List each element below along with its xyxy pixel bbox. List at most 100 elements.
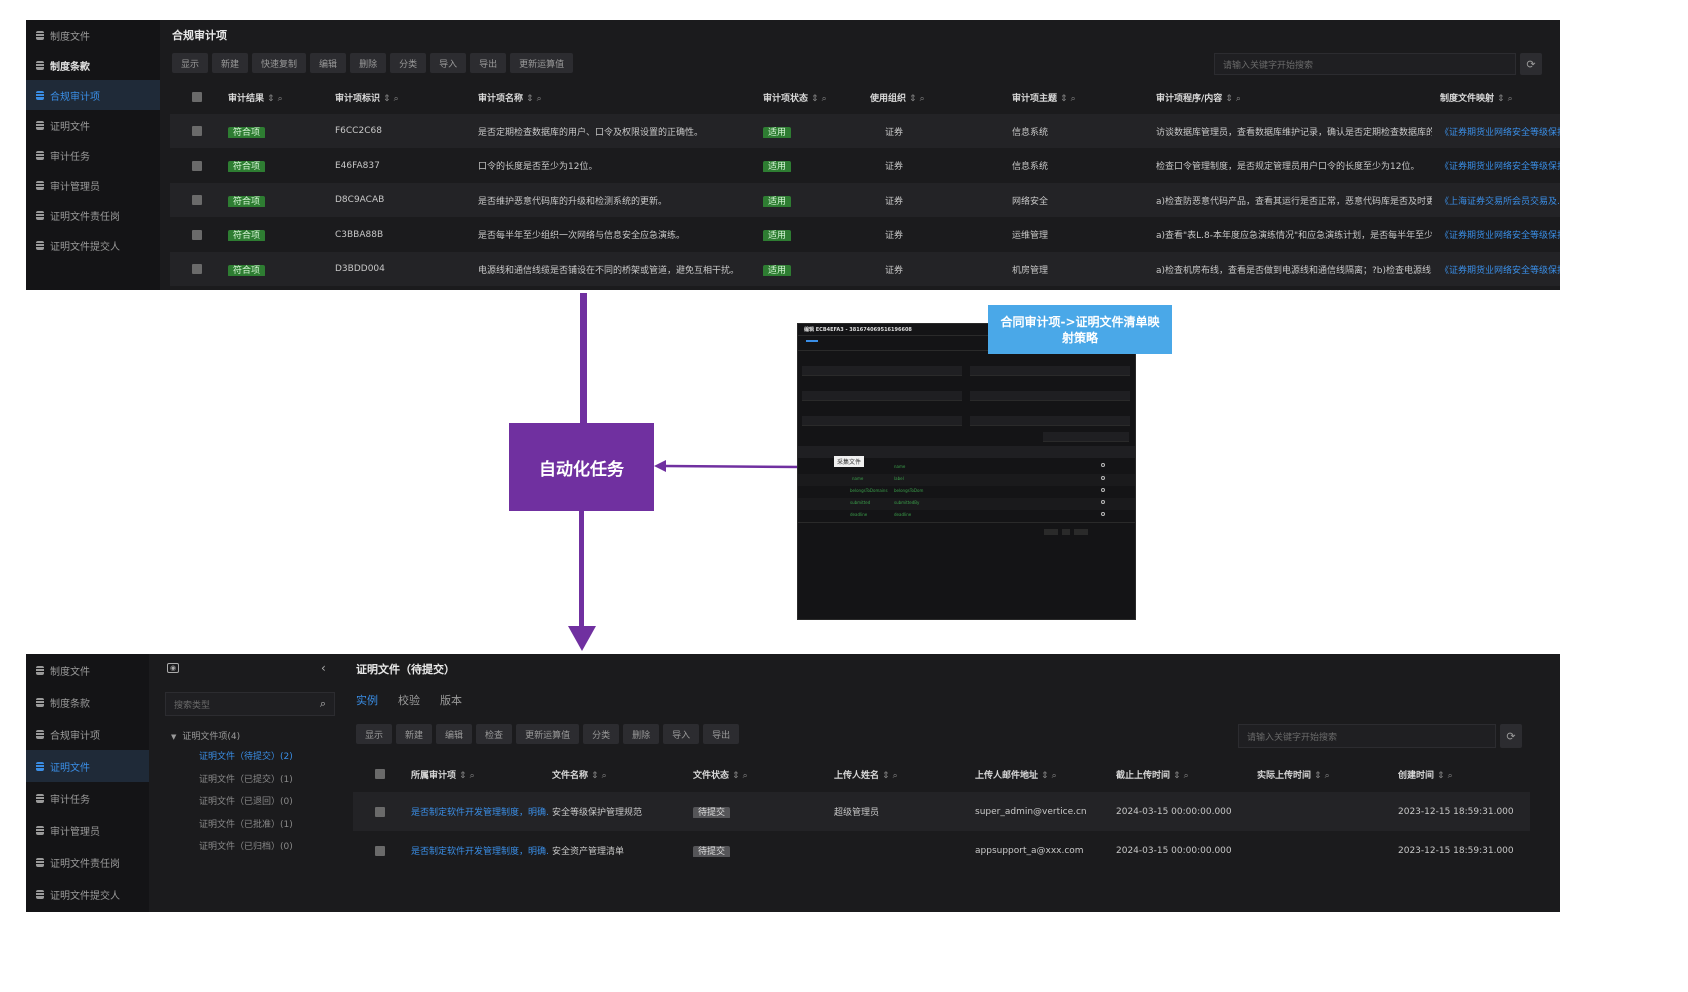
column-header[interactable]: 所属审计项⇕⌕	[411, 770, 475, 781]
column-header[interactable]: 使用组织⇕⌕	[870, 93, 925, 104]
tree-search-input[interactable]: 搜索类型 ⌕	[165, 692, 335, 716]
column-header[interactable]: 审计项程序/内容⇕⌕	[1156, 93, 1241, 104]
sort-icon[interactable]: ⇕	[526, 93, 534, 104]
tree-item[interactable]: 证明文件（已批准）(1)	[199, 819, 293, 830]
column-header[interactable]: 审计项名称⇕⌕	[478, 93, 542, 104]
filter-search-icon[interactable]: ⌕	[821, 93, 827, 104]
toolbar-button-4[interactable]: 删除	[350, 53, 387, 73]
sort-icon[interactable]: ⇕	[459, 770, 467, 781]
top-search-input[interactable]: 请输入关键字开始搜索	[1214, 53, 1516, 75]
sidebar-item-3[interactable]: 证明文件	[26, 110, 160, 140]
toolbar-button-3[interactable]: 检查	[476, 724, 513, 744]
bottom-sidebar-item-3[interactable]: 证明文件	[26, 750, 149, 782]
row-checkbox[interactable]	[192, 229, 202, 240]
sort-icon[interactable]: ⇕	[1497, 93, 1505, 104]
sort-icon[interactable]: ⇕	[591, 770, 599, 781]
filter-search-icon[interactable]: ⌕	[601, 770, 607, 781]
column-header[interactable]: 制度文件映射⇕⌕	[1440, 93, 1513, 104]
sidebar-item-7[interactable]: 证明文件提交人	[26, 230, 160, 260]
bottom-refresh-button[interactable]: ⟳	[1500, 724, 1522, 748]
sort-icon[interactable]: ⇕	[811, 93, 819, 104]
toolbar-button-0[interactable]: 显示	[356, 724, 393, 744]
tree-item[interactable]: 证明文件（已退回）(0)	[199, 797, 293, 807]
toolbar-button-3[interactable]: 编辑	[310, 53, 347, 73]
mapping-link[interactable]: 《证券期货业网络安全等级保护...	[1440, 231, 1560, 241]
sort-icon[interactable]: ⇕	[882, 770, 890, 781]
column-header[interactable]: 审计结果⇕⌕	[228, 93, 283, 104]
bottom-search-input[interactable]: 请输入关键字开始搜索	[1238, 724, 1496, 748]
sort-icon[interactable]: ⇕	[1225, 93, 1233, 104]
sort-icon[interactable]: ⇕	[267, 93, 275, 104]
column-header[interactable]: 文件状态⇕⌕	[693, 770, 748, 781]
sort-icon[interactable]: ⇕	[1041, 770, 1049, 781]
toolbar-button-8[interactable]: 导出	[703, 724, 740, 744]
subtab-0[interactable]: 实例	[356, 694, 378, 707]
toolbar-button-4[interactable]: 更新运算值	[516, 724, 580, 744]
bottom-sidebar-item-6[interactable]: 证明文件责任岗	[26, 846, 149, 878]
filter-search-icon[interactable]: ⌕	[1447, 770, 1453, 781]
column-header[interactable]: 上传人姓名⇕⌕	[834, 770, 898, 781]
sort-icon[interactable]: ⇕	[732, 770, 740, 781]
tree-root[interactable]: ▼证明文件项(4)	[171, 732, 241, 742]
toolbar-button-5[interactable]: 分类	[583, 724, 620, 744]
row-checkbox[interactable]	[375, 806, 385, 817]
audit-item-link[interactable]: 是否制定软件开发管理制度，明确...	[411, 847, 549, 857]
filter-search-icon[interactable]: ⌕	[742, 770, 748, 781]
tree-item[interactable]: 证明文件（已归档）(0)	[199, 842, 293, 852]
column-header[interactable]: 截止上传时间⇕⌕	[1116, 770, 1189, 781]
row-checkbox[interactable]	[192, 195, 202, 205]
bottom-sidebar-item-1[interactable]: 制度条款	[26, 686, 149, 718]
column-header[interactable]: 创建时间⇕⌕	[1398, 770, 1453, 781]
bottom-sidebar-item-0[interactable]: 制度文件	[26, 654, 149, 686]
filter-search-icon[interactable]: ⌕	[1324, 770, 1330, 781]
column-header[interactable]: 审计项主题⇕⌕	[1012, 93, 1076, 104]
sort-icon[interactable]: ⇕	[1314, 770, 1322, 781]
filter-search-icon[interactable]: ⌕	[1051, 770, 1057, 781]
select-all-checkbox[interactable]	[192, 92, 202, 102]
sidebar-item-6[interactable]: 证明文件责任岗	[26, 200, 160, 230]
toolbar-button-2[interactable]: 快速复制	[252, 53, 307, 73]
sort-icon[interactable]: ⇕	[1437, 770, 1445, 781]
bottom-sidebar-item-2[interactable]: 合规审计项	[26, 718, 149, 750]
mapping-link[interactable]: 《证券期货业网络安全等级保护...	[1440, 127, 1560, 138]
filter-search-icon[interactable]: ⌕	[919, 93, 925, 104]
eye-icon[interactable]: ◉	[167, 663, 179, 673]
toolbar-button-1[interactable]: 新建	[212, 53, 249, 73]
toolbar-button-5[interactable]: 分类	[390, 53, 427, 73]
filter-search-icon[interactable]: ⌕	[277, 93, 283, 104]
bottom-sidebar-item-7[interactable]: 证明文件提交人	[26, 878, 149, 910]
audit-item-link[interactable]: 是否制定软件开发管理制度，明确...	[411, 808, 549, 818]
bottom-sidebar-item-4[interactable]: 审计任务	[26, 782, 149, 814]
column-header[interactable]: 文件名称⇕⌕	[552, 770, 607, 781]
toolbar-button-8[interactable]: 更新运算值	[510, 53, 574, 73]
toolbar-button-6[interactable]: 导入	[430, 53, 467, 73]
toolbar-button-6[interactable]: 删除	[623, 724, 660, 744]
filter-search-icon[interactable]: ⌕	[393, 93, 399, 104]
row-checkbox[interactable]	[375, 845, 385, 856]
sidebar-item-5[interactable]: 审计管理员	[26, 170, 160, 200]
sidebar-item-2[interactable]: 合规审计项	[26, 80, 160, 110]
filter-search-icon[interactable]: ⌕	[469, 770, 475, 781]
sidebar-item-4[interactable]: 审计任务	[26, 140, 160, 170]
row-checkbox[interactable]	[192, 264, 202, 274]
filter-search-icon[interactable]: ⌕	[1507, 93, 1513, 104]
mapping-link[interactable]: 《证券期货业网络安全等级保护...	[1440, 265, 1560, 276]
bottom-sidebar-item-5[interactable]: 审计管理员	[26, 814, 149, 846]
select-all-checkbox[interactable]	[375, 769, 385, 779]
subtab-1[interactable]: 校验	[398, 694, 420, 707]
column-header[interactable]: 上传人邮件地址⇕⌕	[975, 770, 1057, 781]
mapping-link[interactable]: 《证券期货业网络安全等级保护...	[1440, 162, 1560, 172]
mapping-link[interactable]: 《上海证券交易所会员交易及...	[1440, 196, 1560, 207]
toolbar-button-7[interactable]: 导出	[470, 53, 507, 73]
sidebar-item-1[interactable]: 制度条款	[26, 50, 160, 80]
filter-search-icon[interactable]: ⌕	[1235, 93, 1241, 104]
toolbar-button-7[interactable]: 导入	[663, 724, 700, 744]
subtab-2[interactable]: 版本	[440, 694, 462, 707]
sort-icon[interactable]: ⇕	[1060, 93, 1068, 104]
column-header[interactable]: 审计项状态⇕⌕	[763, 93, 827, 104]
